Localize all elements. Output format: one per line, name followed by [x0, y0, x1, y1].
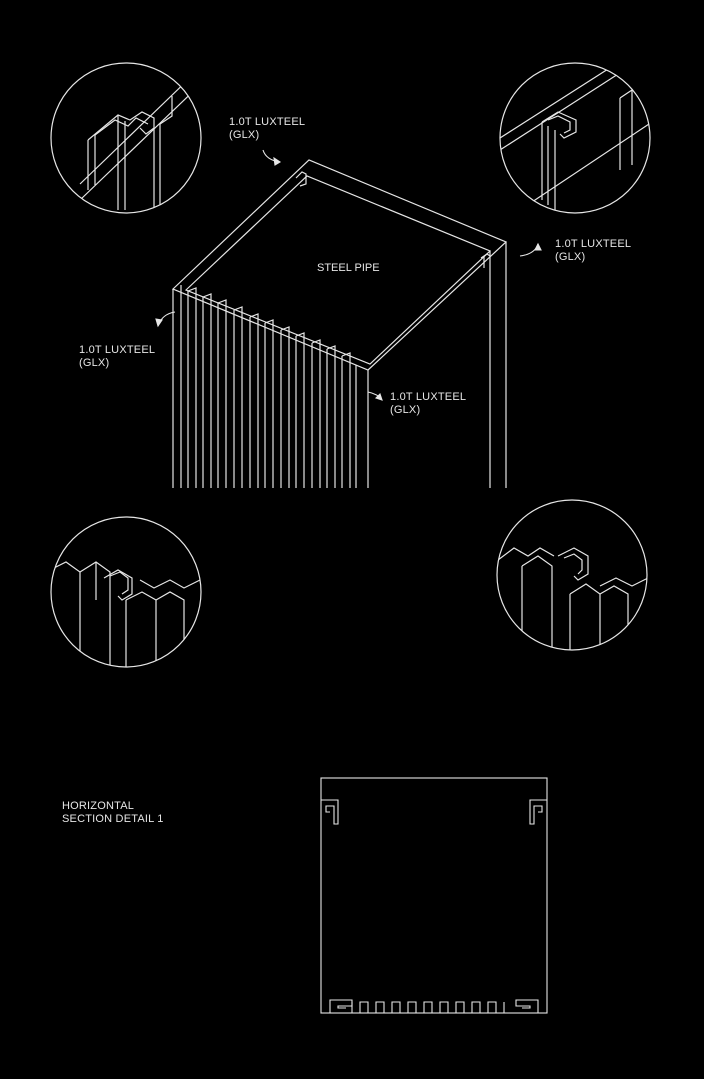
callout-arrows	[155, 149, 542, 401]
callout-top-left-line1: 1.0T LUXTEEL	[229, 116, 306, 128]
callout-front-line1: 1.0T LUXTEEL	[390, 391, 467, 403]
callout-front: 1.0T LUXTEEL (GLX)	[390, 391, 466, 417]
callout-right: 1.0T LUXTEEL (GLX)	[555, 238, 631, 264]
detail-circle-mid-left	[50, 516, 202, 668]
callout-left: 1.0T LUXTEEL (GLX)	[79, 344, 155, 370]
section-title-line2: SECTION DETAIL 1	[62, 813, 164, 825]
detail-circle-top-right	[499, 62, 651, 214]
column-isometric	[171, 159, 508, 488]
callout-left-line1: 1.0T LUXTEEL	[79, 344, 156, 356]
callout-top-left: 1.0T LUXTEEL (GLX)	[229, 116, 305, 142]
detail-circle-top-left	[50, 62, 202, 214]
steel-pipe-label: STEEL PIPE	[317, 262, 380, 274]
callout-top-left-line2: (GLX)	[229, 129, 260, 141]
section-title: HORIZONTAL SECTION DETAIL 1	[62, 800, 164, 826]
section-title-line1: HORIZONTAL	[62, 800, 135, 812]
section-drawing	[320, 777, 548, 1014]
vertical-fins	[187, 287, 351, 488]
callout-right-line2: (GLX)	[555, 251, 586, 263]
callout-right-line1: 1.0T LUXTEEL	[555, 238, 632, 250]
callout-front-line2: (GLX)	[390, 404, 421, 416]
section-outline	[320, 777, 548, 1014]
detail-circle-mid-right	[496, 499, 648, 651]
callout-left-line2: (GLX)	[79, 357, 110, 369]
